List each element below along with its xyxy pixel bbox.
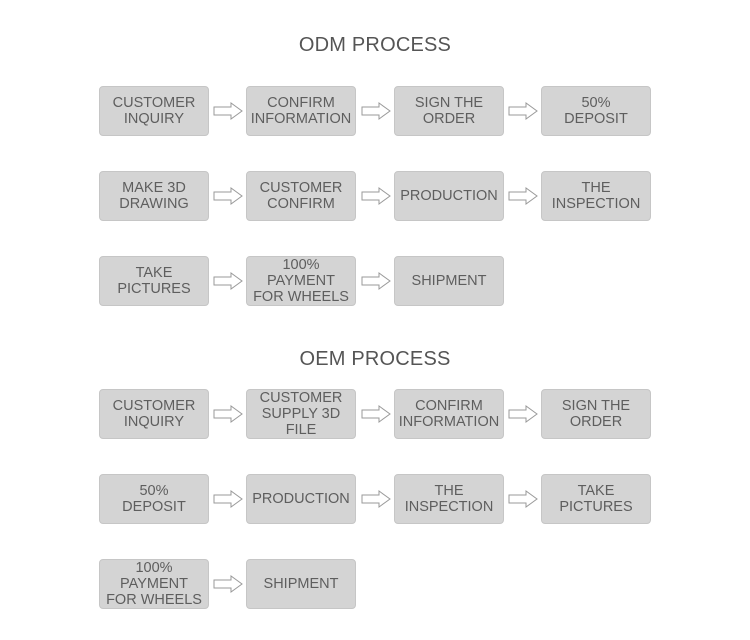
oem-step-production: PRODUCTION [246,474,356,524]
oem-step-take-pictures: TAKE PICTURES [541,474,651,524]
oem-step-payment-for-wheels: 100% PAYMENT FOR WHEELS [99,559,209,609]
oem-step-shipment: SHIPMENT [246,559,356,609]
arrow-icon [508,102,538,120]
odm-step-customer-confirm: CUSTOMER CONFIRM [246,171,356,221]
oem-process-title: OEM PROCESS [299,348,451,370]
arrow-icon [213,405,243,423]
oem-step-customer-inquiry: CUSTOMER INQUIRY [99,389,209,439]
odm-process-title: ODM PROCESS [298,34,452,56]
odm-step-deposit: 50% DEPOSIT [541,86,651,136]
arrow-icon [508,490,538,508]
odm-step-take-pictures: TAKE PICTURES [99,256,209,306]
odm-step-production: PRODUCTION [394,171,504,221]
arrow-icon [361,187,391,205]
arrow-icon [361,405,391,423]
oem-step-confirm-information: CONFIRM INFORMATION [394,389,504,439]
odm-step-payment-for-wheels: 100% PAYMENT FOR WHEELS [246,256,356,306]
odm-step-customer-inquiry: CUSTOMER INQUIRY [99,86,209,136]
oem-step-deposit: 50% DEPOSIT [99,474,209,524]
arrow-icon [508,405,538,423]
arrow-icon [508,187,538,205]
odm-step-the-inspection: THE INSPECTION [541,171,651,221]
odm-step-make-3d-drawing: MAKE 3D DRAWING [99,171,209,221]
arrow-icon [361,102,391,120]
oem-step-the-inspection: THE INSPECTION [394,474,504,524]
odm-step-confirm-information: CONFIRM INFORMATION [246,86,356,136]
arrow-icon [361,490,391,508]
arrow-icon [213,187,243,205]
arrow-icon [213,272,243,290]
oem-step-customer-supply-3d-file: CUSTOMER SUPPLY 3D FILE [246,389,356,439]
odm-step-shipment: SHIPMENT [394,256,504,306]
arrow-icon [213,490,243,508]
odm-step-sign-the-order: SIGN THE ORDER [394,86,504,136]
arrow-icon [361,272,391,290]
oem-step-sign-the-order: SIGN THE ORDER [541,389,651,439]
arrow-icon [213,575,243,593]
arrow-icon [213,102,243,120]
